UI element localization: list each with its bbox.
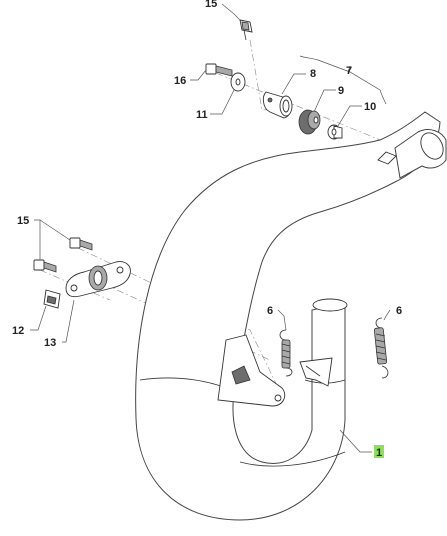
exhaust-spring-left[interactable] xyxy=(279,329,293,377)
callout-15-top: 15 xyxy=(205,0,217,10)
callout-1-highlight xyxy=(374,445,384,458)
callout-11: 11 xyxy=(196,109,208,121)
inlet-bracket xyxy=(299,357,333,387)
rubber-grommet-9[interactable] xyxy=(298,109,321,135)
clip-nut-12[interactable] xyxy=(43,289,61,309)
callout-10: 10 xyxy=(364,101,376,113)
callout-13: 13 xyxy=(44,337,56,349)
callout-8: 8 xyxy=(310,68,316,80)
bushing-8[interactable] xyxy=(262,91,293,119)
callout-16: 16 xyxy=(174,75,186,87)
leader-lines xyxy=(30,3,391,453)
callout-6-left: 6 xyxy=(267,305,273,317)
bolt-15-upper[interactable] xyxy=(69,237,93,251)
callout-1: 1 xyxy=(376,447,382,459)
bolt-15-lower[interactable] xyxy=(33,259,57,273)
callout-6-right: 6 xyxy=(396,305,402,317)
spacer-10[interactable] xyxy=(327,124,343,140)
callout-12: 12 xyxy=(12,325,24,337)
pipe-mounting-bracket xyxy=(217,334,286,407)
exhaust-spring-right[interactable] xyxy=(373,317,389,379)
washer-11[interactable] xyxy=(230,72,246,92)
bolt-16[interactable] xyxy=(205,63,233,77)
flange-plate-13[interactable] xyxy=(65,261,131,298)
group-bracket-7 xyxy=(299,55,387,105)
callout-9: 9 xyxy=(338,85,344,97)
callout-7: 7 xyxy=(346,65,352,77)
callout-15-left: 15 xyxy=(17,215,29,227)
bolt-top[interactable] xyxy=(239,19,253,41)
